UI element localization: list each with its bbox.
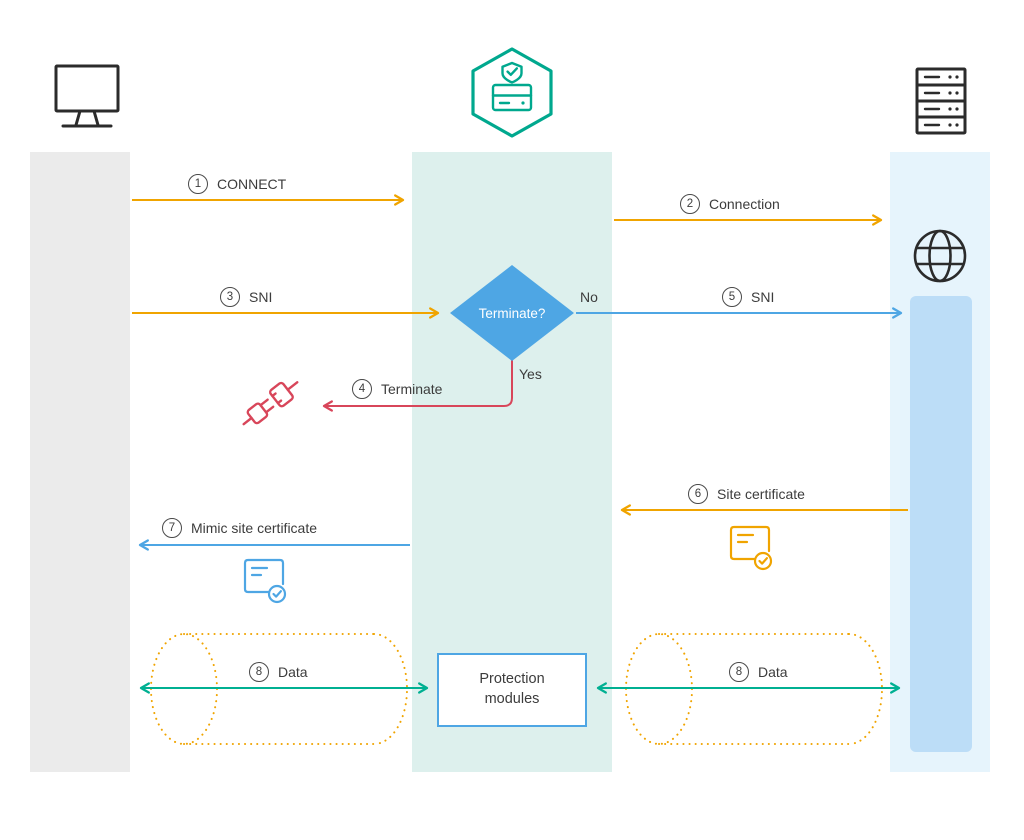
server-rack-icon bbox=[915, 67, 967, 135]
step-6-site-certificate-label: 6 Site certificate bbox=[688, 484, 805, 504]
client-lane bbox=[30, 152, 130, 772]
protection-modules-label: Protection modules bbox=[479, 671, 545, 707]
step-8-data-right-label: 8 Data bbox=[729, 662, 788, 682]
step-2-text: Connection bbox=[709, 196, 780, 212]
mimic-certificate-icon bbox=[243, 558, 287, 604]
step-2-connection-label: 2 Connection bbox=[680, 194, 780, 214]
step-8-right-text: Data bbox=[758, 664, 788, 680]
decision-diamond bbox=[450, 265, 574, 361]
step-4-terminate-label: 4 Terminate bbox=[352, 379, 442, 399]
step-8-left-text: Data bbox=[278, 664, 308, 680]
step-7-mimic-certificate-label: 7 Mimic site certificate bbox=[162, 518, 317, 538]
step-3-sni-label: 3 SNI bbox=[220, 287, 272, 307]
step-2-number: 2 bbox=[680, 194, 700, 214]
step-1-text: CONNECT bbox=[217, 176, 287, 192]
step-3-text: SNI bbox=[249, 289, 273, 305]
protection-modules-box: Protection modules bbox=[437, 653, 587, 727]
arrow-4-terminate bbox=[322, 360, 513, 412]
step-7-text: Mimic site certificate bbox=[191, 520, 318, 536]
monitor-icon bbox=[54, 64, 120, 128]
step-5-number: 5 bbox=[722, 287, 742, 307]
step-6-text: Site certificate bbox=[717, 486, 805, 502]
step-6-number: 6 bbox=[688, 484, 708, 504]
shield-appliance-icon bbox=[471, 47, 553, 138]
server-endpoint-bar bbox=[910, 296, 972, 752]
site-certificate-icon bbox=[729, 525, 773, 571]
disconnected-plug-icon bbox=[242, 381, 299, 426]
step-4-number: 4 bbox=[352, 379, 372, 399]
step-4-text: Terminate bbox=[381, 381, 443, 397]
step-8-right-number: 8 bbox=[729, 662, 749, 682]
decision-question-label: Terminate? bbox=[478, 305, 546, 321]
step-8-data-left-label: 8 Data bbox=[249, 662, 308, 682]
step-7-number: 7 bbox=[162, 518, 182, 538]
globe-icon bbox=[913, 229, 967, 283]
step-1-number: 1 bbox=[188, 174, 208, 194]
step-3-number: 3 bbox=[220, 287, 240, 307]
step-5-sni-label: 5 SNI bbox=[722, 287, 774, 307]
step-1-connect-label: 1 CONNECT bbox=[188, 174, 286, 194]
decision-yes-label: Yes bbox=[519, 366, 542, 382]
decision-no-label: No bbox=[580, 289, 598, 305]
step-8-left-number: 8 bbox=[249, 662, 269, 682]
step-5-text: SNI bbox=[751, 289, 775, 305]
